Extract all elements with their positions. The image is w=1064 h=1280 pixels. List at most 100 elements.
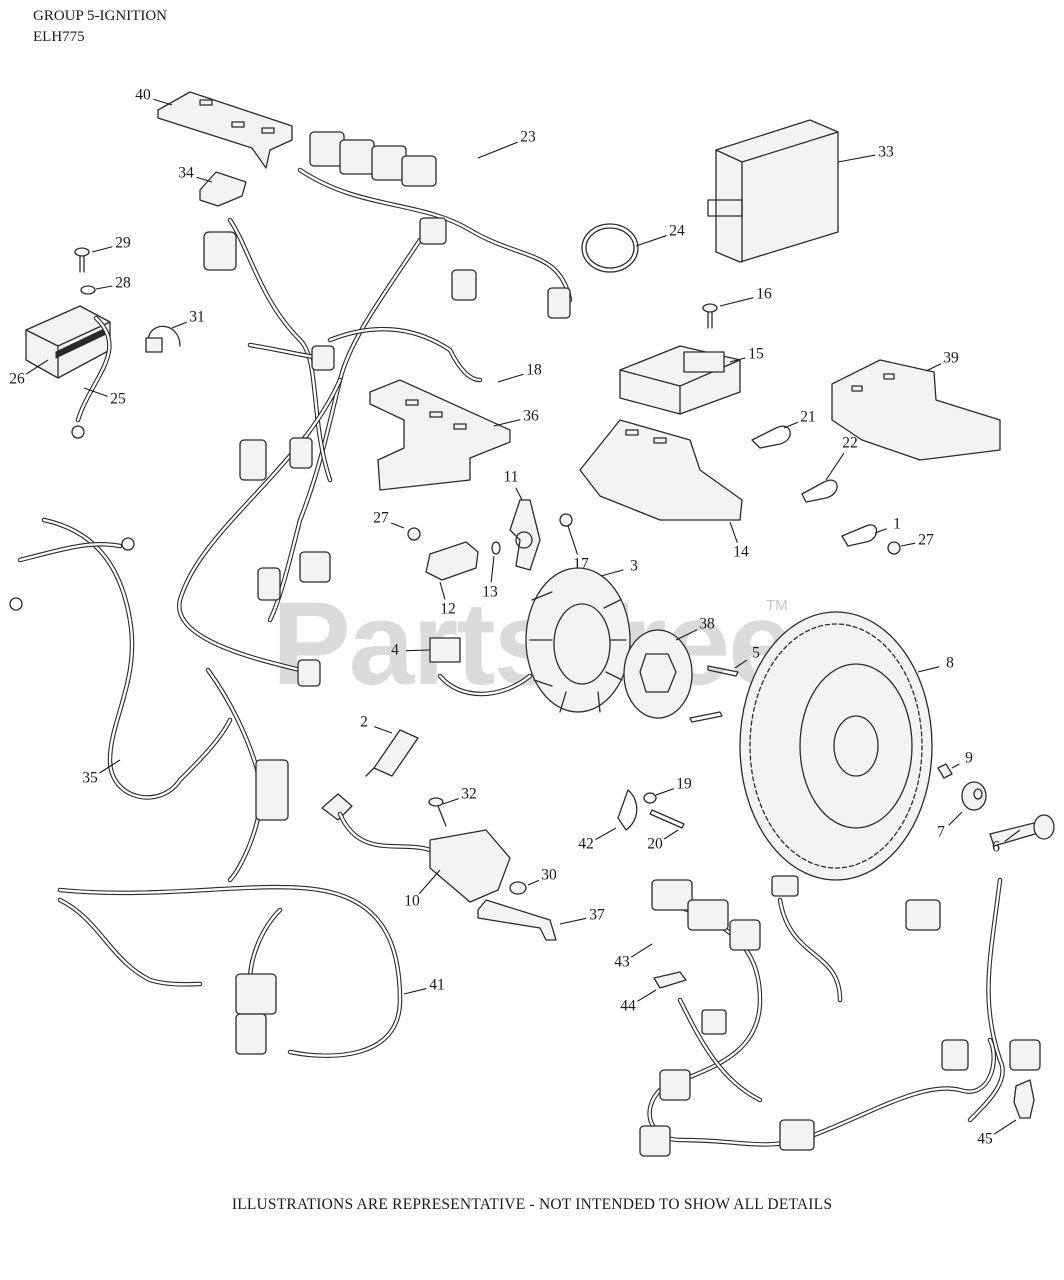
callout-number: 10 (404, 893, 420, 910)
callout-20[interactable]: 20 (647, 829, 679, 853)
callout-17[interactable]: 17 (567, 525, 589, 573)
callout-3[interactable]: 3 (600, 558, 638, 577)
callout-15[interactable]: 15 (729, 346, 764, 363)
screw-17[interactable] (559, 513, 573, 527)
callout-number: 35 (82, 770, 98, 787)
leader-line (825, 452, 845, 481)
clip-21[interactable] (751, 425, 791, 449)
callout-18[interactable]: 18 (497, 362, 542, 383)
callout-7[interactable]: 7 (937, 811, 963, 841)
callout-28[interactable]: 28 (95, 275, 131, 292)
callout-8[interactable]: 8 (917, 655, 954, 673)
stator-connector-4[interactable] (429, 637, 533, 697)
connector-31[interactable] (145, 325, 181, 353)
stator-3[interactable] (525, 567, 631, 713)
harness-43[interactable] (639, 875, 1041, 1157)
callout-40[interactable]: 40 (135, 87, 173, 106)
callout-27[interactable]: 27 (900, 532, 934, 549)
nut-30[interactable] (509, 881, 527, 895)
screw-20[interactable] (649, 809, 685, 829)
callout-39[interactable]: 39 (925, 350, 959, 372)
cover-45[interactable] (1013, 1079, 1035, 1119)
callout-31[interactable]: 31 (171, 309, 205, 329)
callout-44[interactable]: 44 (620, 989, 657, 1015)
callout-42[interactable]: 42 (578, 827, 617, 853)
ground-wire-25[interactable] (71, 315, 112, 439)
callout-19[interactable]: 19 (655, 776, 692, 796)
callout-12[interactable]: 12 (439, 581, 456, 618)
callout-35[interactable]: 35 (82, 759, 121, 787)
diagram-header: GROUP 5-IGNITION ELH775 (33, 6, 167, 48)
bracket-39[interactable] (831, 359, 1001, 461)
connector-44[interactable] (653, 971, 687, 989)
harness-35[interactable] (9, 517, 289, 883)
sensor-12[interactable] (425, 541, 479, 581)
screw-27-left[interactable] (407, 527, 421, 541)
bracket-34[interactable] (199, 171, 247, 207)
callout-22[interactable]: 22 (825, 435, 858, 481)
module-15[interactable] (619, 345, 741, 415)
screw-5-lower[interactable] (689, 711, 723, 723)
callout-6[interactable]: 6 (992, 829, 1021, 856)
flywheel-8[interactable] (739, 611, 933, 881)
callout-16[interactable]: 16 (719, 286, 772, 307)
spark-plug-2[interactable] (365, 729, 419, 777)
callout-2[interactable]: 2 (360, 714, 393, 734)
callout-13[interactable]: 13 (482, 555, 498, 601)
callout-14[interactable]: 14 (729, 521, 749, 561)
callout-38[interactable]: 38 (675, 616, 715, 641)
callout-36[interactable]: 36 (493, 408, 539, 427)
callout-10[interactable]: 10 (404, 869, 441, 910)
callout-11[interactable]: 11 (504, 469, 523, 501)
bracket-40[interactable] (157, 91, 293, 169)
clip-1[interactable] (841, 524, 878, 547)
callout-9[interactable]: 9 (951, 750, 973, 769)
callout-1[interactable]: 1 (874, 516, 901, 534)
callout-34[interactable]: 34 (178, 165, 213, 183)
callout-33[interactable]: 33 (837, 144, 894, 163)
bracket-14[interactable] (579, 419, 743, 521)
callout-37[interactable]: 37 (559, 907, 605, 925)
clip-22[interactable] (801, 479, 838, 503)
sensor-ring-24[interactable] (581, 223, 639, 273)
screw-27-right[interactable] (887, 541, 901, 555)
key-9[interactable] (937, 763, 953, 779)
ecu-module-33[interactable] (707, 119, 839, 263)
callout-29[interactable]: 29 (91, 235, 131, 253)
leader-line (439, 581, 446, 600)
washer-19[interactable] (643, 792, 657, 804)
callout-21[interactable]: 21 (783, 409, 816, 429)
screw-32[interactable] (428, 797, 447, 827)
callout-30[interactable]: 30 (527, 867, 557, 886)
main-wire-harness[interactable] (177, 131, 573, 687)
screw-29[interactable] (74, 247, 90, 273)
harness-41[interactable] (57, 884, 403, 1058)
screw-5-upper[interactable] (707, 665, 739, 677)
callout-26[interactable]: 26 (9, 359, 49, 388)
bracket-11[interactable] (509, 499, 541, 571)
washer-7[interactable] (961, 781, 987, 811)
callout-32[interactable]: 32 (442, 786, 477, 805)
callout-5[interactable]: 5 (734, 645, 760, 669)
clip-42[interactable] (617, 789, 638, 831)
plate-38[interactable] (623, 629, 693, 719)
leader-line (153, 98, 173, 106)
callout-25[interactable]: 25 (83, 387, 126, 408)
leader-line (675, 629, 698, 641)
flywheel-bolt-6[interactable] (989, 814, 1055, 847)
bracket-36[interactable] (369, 379, 511, 491)
washer-13[interactable] (491, 541, 501, 555)
bracket-37[interactable] (477, 899, 557, 941)
callout-23[interactable]: 23 (477, 129, 536, 159)
callout-24[interactable]: 24 (635, 223, 685, 247)
screw-16[interactable] (702, 303, 718, 329)
callout-4[interactable]: 4 (391, 642, 431, 659)
washer-28[interactable] (80, 285, 96, 295)
callout-27[interactable]: 27 (373, 510, 405, 529)
ignition-coil-10[interactable] (321, 793, 511, 903)
callout-41[interactable]: 41 (403, 977, 445, 995)
callout-number: 39 (943, 350, 959, 367)
callout-45[interactable]: 45 (977, 1119, 1017, 1148)
callout-number: 40 (135, 87, 151, 104)
callout-43[interactable]: 43 (614, 943, 653, 971)
